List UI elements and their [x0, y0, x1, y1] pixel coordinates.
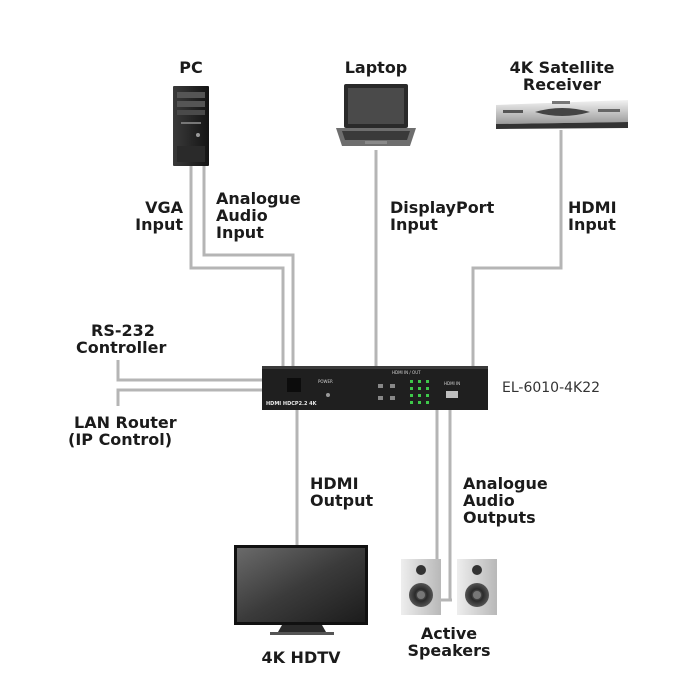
matrix-switcher-unit: POWER HDMI IN / OUT HDMI IN HDMI HDCP2.2…	[262, 366, 488, 410]
hdmi-input-cable	[471, 130, 563, 366]
right-speaker-icon	[457, 559, 497, 615]
hdmi-out-label-line2: Output	[310, 491, 373, 510]
receiver-label-line2: Receiver	[523, 75, 601, 94]
lan-cable	[116, 388, 262, 406]
rs232-label-line1: RS-232	[91, 321, 155, 340]
laptop-icon	[336, 84, 416, 146]
switcher-buttons	[378, 384, 395, 400]
hdmi-in-out-label: HDMI IN / OUT	[392, 370, 421, 375]
audio-out-label-line2: Audio	[463, 491, 515, 510]
rs232-label-line2: Controller	[76, 338, 166, 357]
hdmi-in-port	[446, 391, 458, 398]
lan-label-line1: LAN Router	[74, 413, 177, 432]
dp-label-line1: DisplayPort	[390, 198, 495, 217]
audio-out-label-line1: Analogue	[463, 474, 548, 493]
rs232-cable	[116, 360, 262, 382]
hdtv-label: 4K HDTV	[261, 648, 341, 667]
status-leds	[410, 380, 429, 404]
model-number-label: EL-6010-4K22	[502, 380, 600, 396]
lan-label-line2: (IP Control)	[68, 430, 172, 449]
laptop-label: Laptop	[345, 58, 408, 77]
hdmi-in-label: HDMI IN	[444, 381, 460, 386]
hdmi-out-label-line1: HDMI	[310, 474, 359, 493]
power-label: POWER	[318, 379, 333, 384]
hdtv-icon	[234, 545, 368, 635]
speakers-label-line1: Active	[421, 624, 477, 643]
pc-tower-icon	[173, 86, 209, 166]
audio-in-label-line2: Audio	[216, 206, 268, 225]
speakers-label-line2: Speakers	[407, 641, 490, 660]
cables	[116, 130, 563, 602]
vga-label-line2: Input	[135, 215, 183, 234]
audio-in-label-line1: Analogue	[216, 189, 301, 208]
hdmi-in-label-line1: HDMI	[568, 198, 617, 217]
vga-cable	[189, 166, 285, 366]
vga-label-line1: VGA	[145, 198, 184, 217]
dp-label-line2: Input	[390, 215, 438, 234]
receiver-label-line1: 4K Satellite	[510, 58, 615, 77]
power-led	[326, 393, 330, 397]
hdmi-in-label-line2: Input	[568, 215, 616, 234]
satellite-receiver-icon	[496, 100, 628, 129]
left-speaker-icon	[401, 559, 441, 615]
ir-window	[287, 378, 301, 392]
analogue-audio-in-cable	[202, 166, 295, 366]
audio-in-label-line3: Input	[216, 223, 264, 242]
pc-label: PC	[179, 58, 202, 77]
audio-out-label-line3: Outputs	[463, 508, 536, 527]
compliance-logos: HDMI HDCP2.2 4K	[266, 401, 318, 407]
